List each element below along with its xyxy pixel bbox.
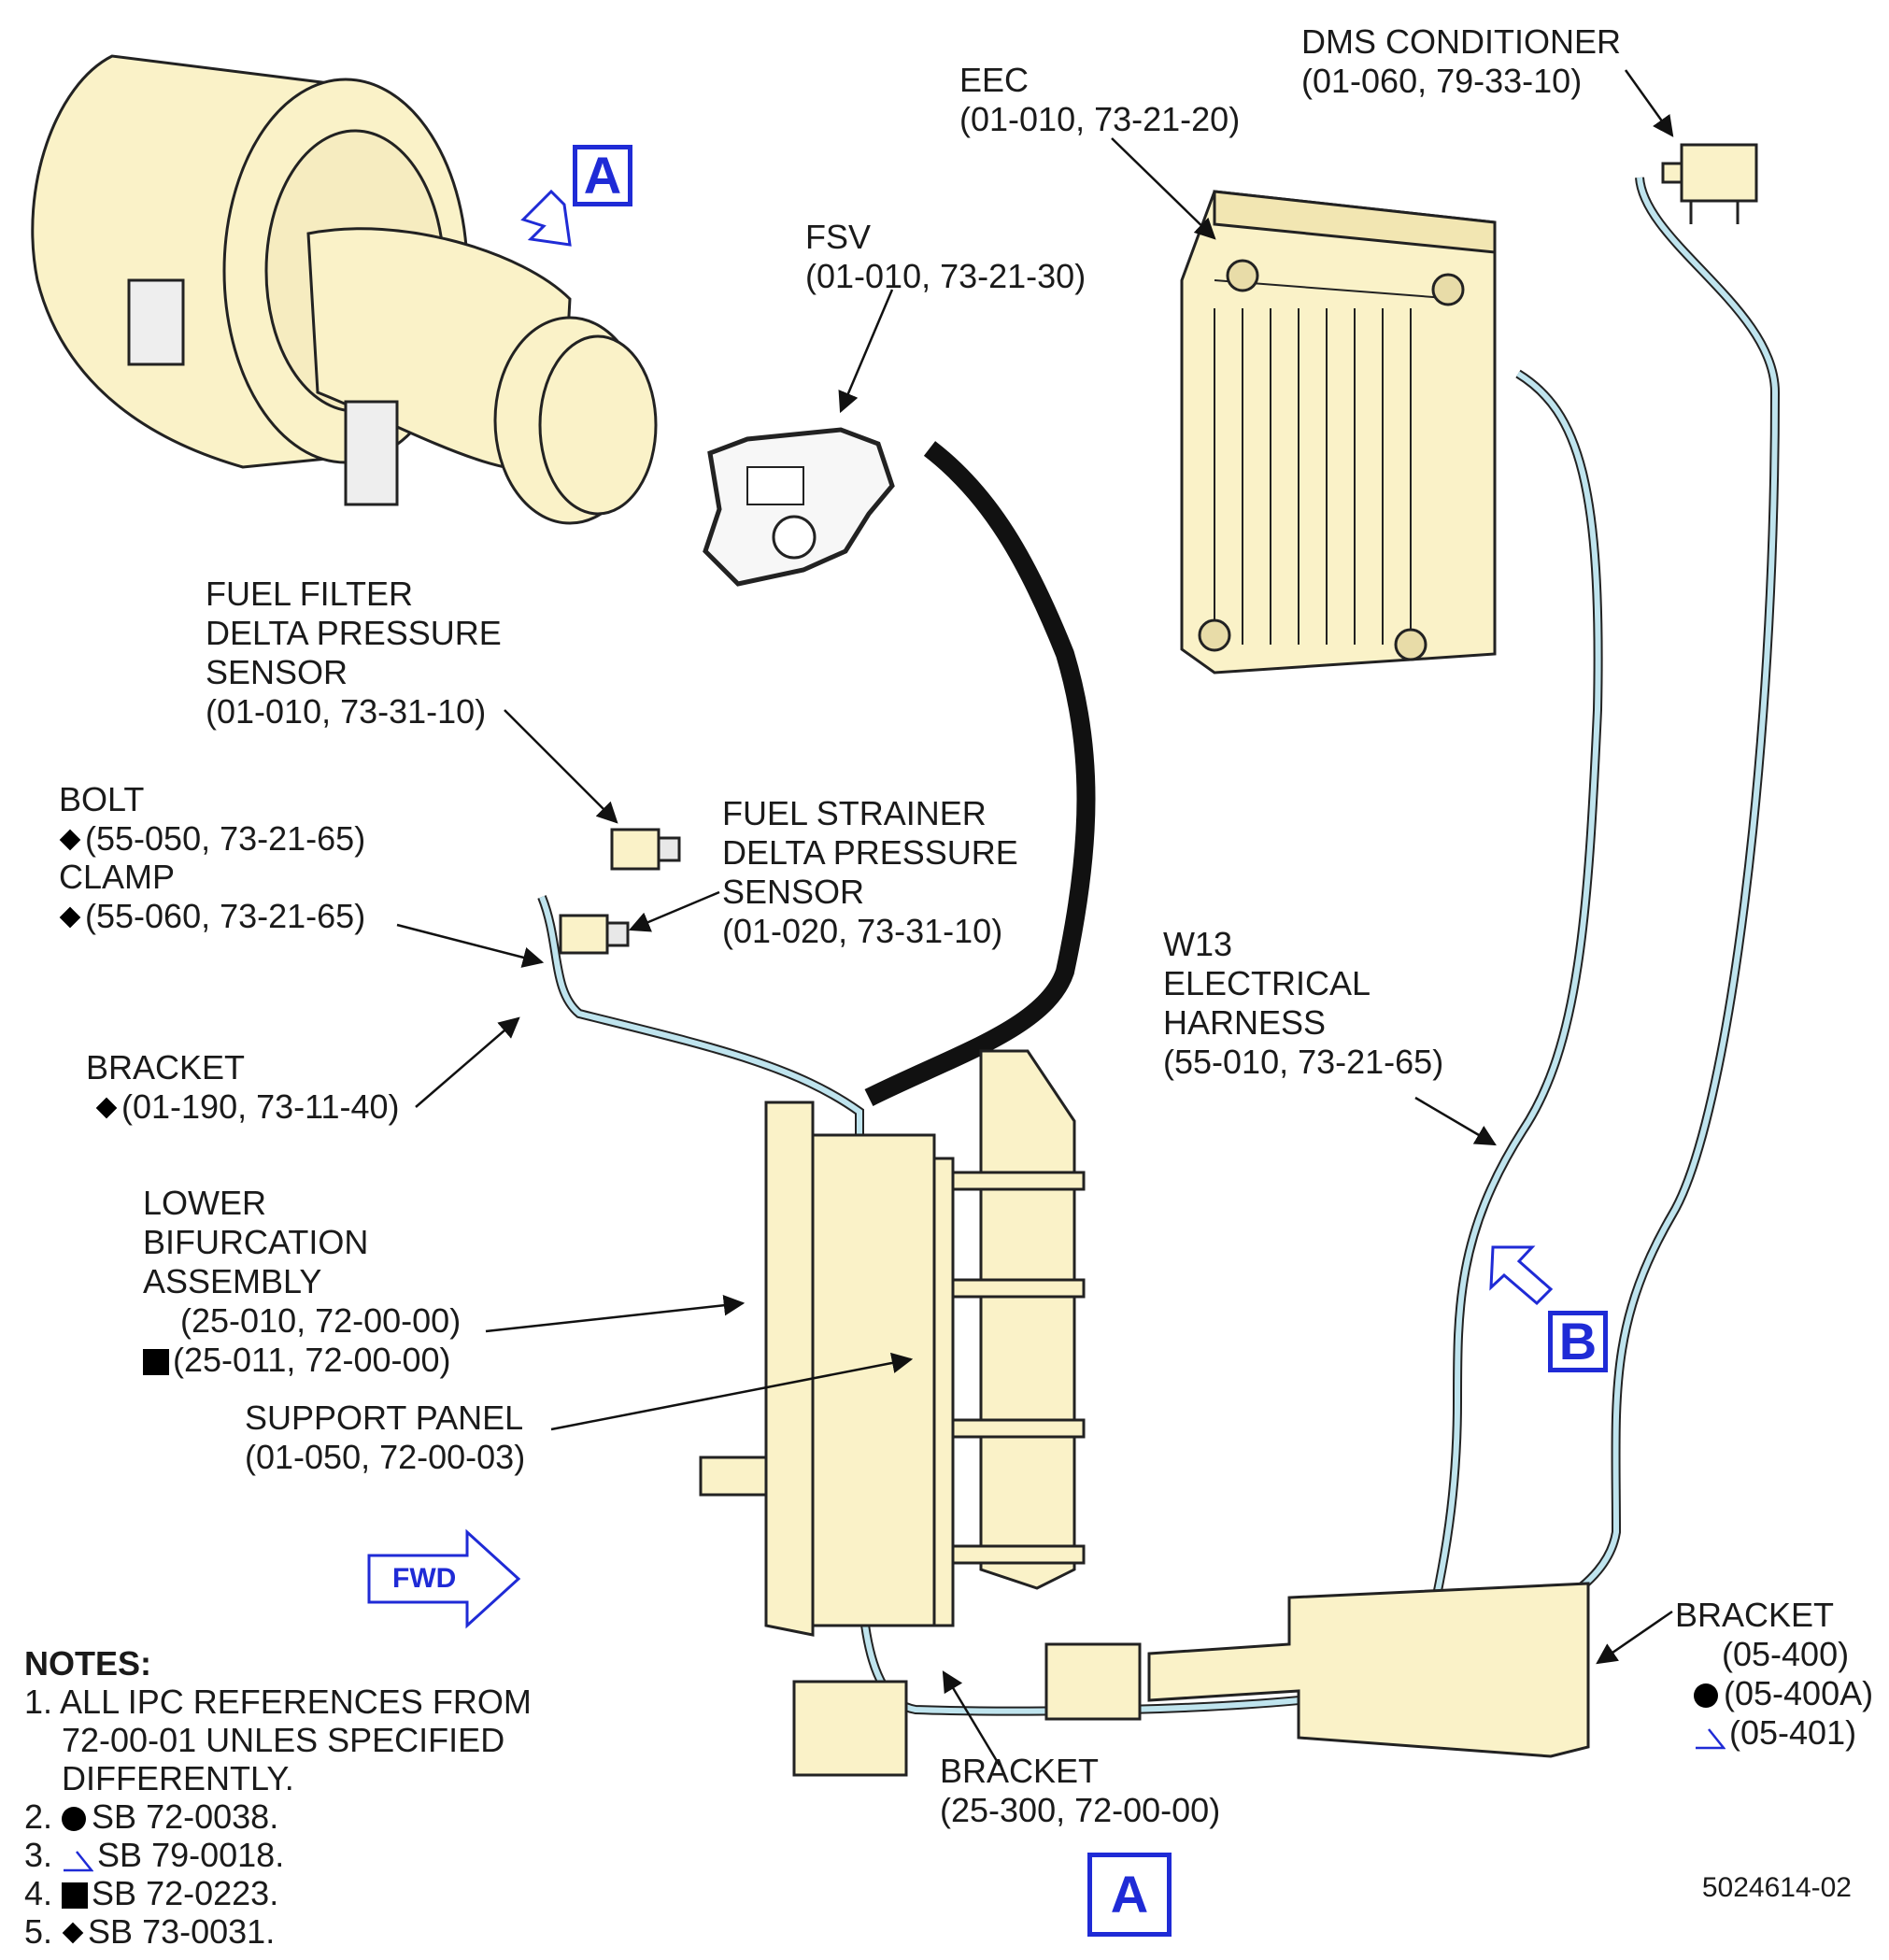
diamond-icon [95,1097,118,1119]
leader-lines [396,69,1674,1767]
clamp-label: CLAMP (55-060, 73-21-65) [59,858,366,935]
dot-icon [62,1807,87,1831]
note-3: 3. SB 79-0018. [24,1836,285,1874]
flag-icon [1696,1728,1726,1750]
fsv-label: FSV (01-010, 73-21-30) [805,218,1087,295]
fuel-filter-label: FUEL FILTER DELTA PRESSURE SENSOR (01-01… [206,575,502,731]
bracket-left-label: BRACKET (01-190, 73-11-40) [86,1048,400,1126]
view-marker-a-bottom: A [1087,1853,1172,1937]
dms-conditioner-unit [1661,143,1758,224]
diamond-icon [59,829,81,851]
view-arrow-b [1489,1245,1554,1306]
note-5: 5. SB 73-0031. [24,1912,276,1951]
support-panel-label: SUPPORT PANEL (01-050, 72-00-03) [245,1399,526,1476]
diamond-icon [59,906,81,929]
dms-conditioner-label: DMS CONDITIONER (01-060, 79-33-10) [1301,22,1621,100]
fwd-label: FWD [392,1563,457,1594]
bracket-right-label: BRACKET (05-400) (05-400A) (05-401) [1675,1596,1874,1752]
lower-bifurcation-label: LOWER BIFURCATION ASSEMBLY (25-010, 72-0… [143,1184,462,1379]
view-marker-b: B [1548,1311,1608,1372]
bracket-right-plate [1044,1582,1590,1758]
diamond-icon [62,1922,84,1944]
document-number: 5024614-02 [1701,1872,1852,1903]
flag-icon [64,1851,94,1872]
engine-overview [31,54,658,525]
notes-title: NOTES: [24,1644,152,1683]
bracket-bottom-label: BRACKET (25-300, 72-00-00) [940,1752,1221,1829]
eec-unit [1180,190,1497,675]
fsv-unit [703,427,895,587]
note-4: 4. SB 72-0223. [24,1874,279,1912]
lower-bifurcation-assembly [699,1049,1086,1777]
fwd-arrow [367,1528,521,1629]
view-arrow-a-top [520,189,572,247]
note-1: 1. ALL IPC REFERENCES FROM [24,1683,532,1721]
fuel-strainer-label: FUEL STRAINER DELTA PRESSURE SENSOR (01-… [722,794,1018,950]
bolt-label: BOLT (55-050, 73-21-65) [59,780,366,858]
fuel-filter-sensor [610,828,681,871]
view-marker-a-top: A [573,145,632,206]
w13-harness-label: W13 ELECTRICAL HARNESS (55-010, 73-21-65… [1163,925,1444,1081]
eec-label: EEC (01-010, 73-21-20) [959,61,1241,138]
fuel-strainer-sensor [559,914,630,955]
notes-block: NOTES: 1. ALL IPC REFERENCES FROM 72-00-… [24,1644,532,1951]
note-1-cont: 72-00-01 UNLES SPECIFIED [62,1721,505,1759]
note-2: 2. SB 72-0038. [24,1797,279,1836]
square-icon [143,1349,169,1375]
fsv-harness [864,441,1096,1106]
note-1-cont2: DIFFERENTLY. [62,1759,294,1797]
square-icon [62,1882,89,1909]
dot-icon [1694,1683,1718,1708]
